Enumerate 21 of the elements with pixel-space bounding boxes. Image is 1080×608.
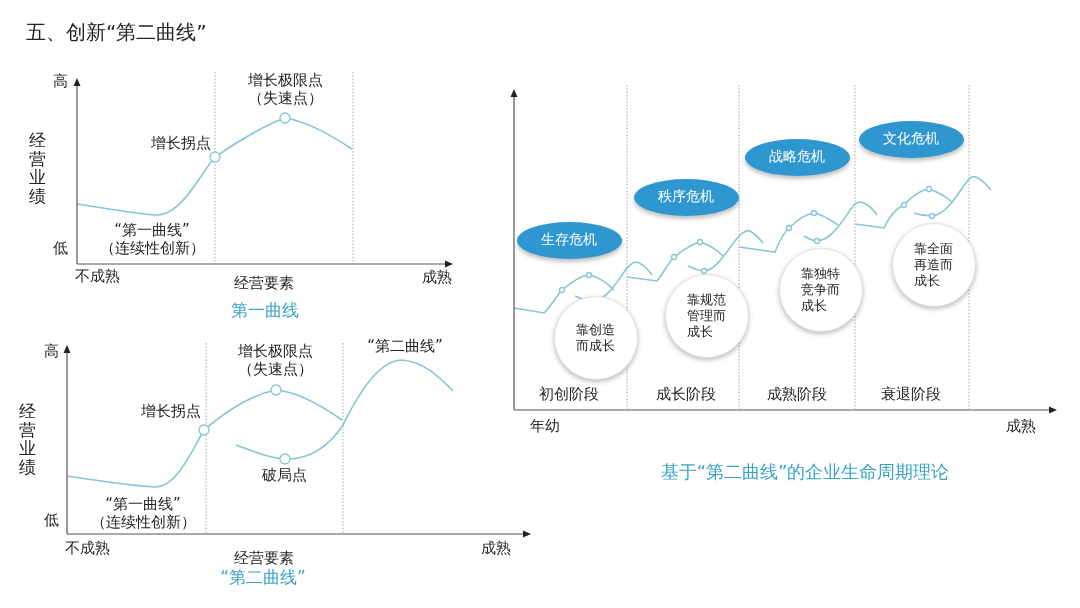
chart-caption: 基于“第二曲线”的企业生命周期理论 — [660, 461, 950, 483]
axis-end-label: 不成熟 — [74, 267, 120, 285]
axis-end-label: 低 — [43, 511, 59, 529]
axis-title: 经营业绩 — [18, 402, 36, 477]
curve-annotation: 增长极限点（失速点） — [247, 71, 323, 107]
chart-caption: “第二曲线” — [220, 567, 306, 588]
curve-annotation: “第一曲线”（连续性创新） — [99, 221, 205, 257]
axis-end-label: 成熟 — [1006, 417, 1036, 435]
axis-end-label: 成熟 — [422, 268, 452, 286]
axis-end-label: 不成熟 — [64, 539, 110, 557]
axis-end-label: 低 — [52, 239, 68, 257]
axis-end-label: 年幼 — [530, 417, 560, 435]
axis-end-label: 成熟 — [481, 539, 511, 557]
chart-caption: 第一曲线 — [231, 300, 299, 321]
page-title: 五、创新“第二曲线” — [26, 19, 207, 46]
curve-annotation: 增长拐点 — [151, 134, 211, 152]
axis-title: 经营要素 — [234, 549, 294, 567]
axis-end-label: 高 — [43, 342, 59, 360]
axis-title: 经营业绩 — [28, 131, 46, 206]
axis-end-label: 高 — [52, 72, 68, 90]
axis-title: 经营要素 — [234, 274, 294, 292]
